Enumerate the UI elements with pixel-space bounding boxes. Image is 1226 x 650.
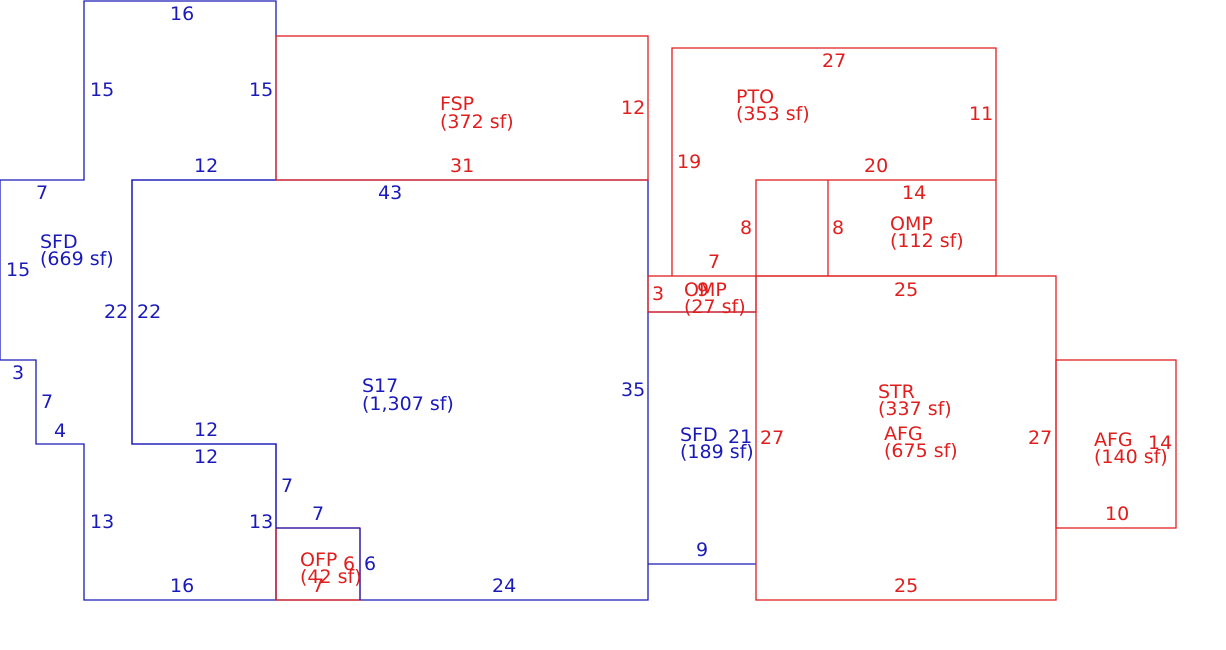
dim-label: 9 — [697, 279, 709, 301]
dim-label: 8 — [740, 217, 752, 239]
dim-label: 7 — [41, 391, 53, 413]
dim-label: 25 — [894, 279, 918, 301]
dim-label: 6 — [364, 553, 376, 575]
dim-label: 12 — [194, 419, 218, 441]
omp-large-area: (112 sf) — [890, 230, 964, 252]
omp-small-code: OMP — [684, 279, 727, 301]
dim-label: 11 — [969, 103, 993, 125]
dim-label: 10 — [1105, 503, 1129, 525]
dim-label: 43 — [378, 182, 402, 204]
afg-large-code: AFG — [884, 423, 923, 445]
dim-label: 6 — [343, 553, 355, 575]
dim-label: 7 — [36, 182, 48, 204]
fsp-outline — [275, 35, 649, 181]
dim-label: 13 — [90, 511, 114, 533]
dim-label: 25 — [894, 575, 918, 597]
dim-label: 15 — [6, 259, 30, 281]
dim-label: 4 — [54, 420, 66, 442]
s17-code: S17 — [362, 375, 398, 397]
afg-large-area: (675 sf) — [884, 440, 958, 462]
str-code: STR — [878, 381, 915, 403]
dim-label: 3 — [12, 362, 24, 384]
dim-label: 19 — [677, 151, 701, 173]
dim-label: 22 — [137, 301, 161, 323]
ofp-area: (42 sf) — [300, 566, 362, 588]
omp-large-code: OMP — [890, 213, 933, 235]
dim-label: 24 — [492, 575, 516, 597]
dim-label: 15 — [90, 79, 114, 101]
sfd-main-code: SFD — [40, 231, 78, 253]
str-area: (337 sf) — [878, 398, 952, 420]
dim-label: 13 — [249, 511, 273, 533]
dim-label: 27 — [760, 427, 784, 449]
dim-label: 3 — [652, 283, 664, 305]
dim-label: 7 — [708, 251, 720, 273]
s17-area: (1,307 sf) — [362, 393, 454, 415]
dim-label: 27 — [822, 50, 846, 72]
dim-label: 16 — [170, 575, 194, 597]
dim-label: 14 — [902, 182, 926, 204]
dim-label: 7 — [312, 503, 324, 525]
sfd-small-code: SFD — [680, 424, 718, 446]
fsp-code: FSP — [440, 93, 474, 115]
pto-code: PTO — [736, 86, 774, 108]
dim-label: 12 — [194, 446, 218, 468]
sfd-small-area: (189 sf) — [680, 441, 754, 463]
dim-label: 7 — [281, 475, 293, 497]
dim-label: 16 — [170, 3, 194, 25]
dim-label: 15 — [249, 79, 273, 101]
afg-small-area: (140 sf) — [1094, 446, 1168, 468]
dim-label: 27 — [1028, 427, 1052, 449]
dim-label: 22 — [104, 301, 128, 323]
dim-label: 31 — [450, 155, 474, 177]
afg-small-outline — [1055, 359, 1177, 529]
omp-large-outline — [755, 179, 997, 277]
dim-label: 9 — [696, 539, 708, 561]
dim-label: 35 — [621, 379, 645, 401]
sfd-main-area: (669 sf) — [40, 248, 114, 270]
dim-label: 12 — [194, 155, 218, 177]
dim-label: 12 — [621, 97, 645, 119]
afg-small-code: AFG — [1094, 429, 1133, 451]
dim-label: 20 — [864, 155, 888, 177]
pto-outline — [671, 47, 997, 276]
dim-label: 7 — [312, 575, 324, 597]
fsp-area: (372 sf) — [440, 111, 514, 133]
dim-label: 21 — [728, 426, 752, 448]
dim-label: 14 — [1148, 432, 1172, 454]
omp-small-area: (27 sf) — [684, 296, 746, 318]
ofp-code: OFP — [300, 549, 337, 571]
dim-label: 8 — [832, 217, 844, 239]
pto-area: (353 sf) — [736, 103, 810, 125]
